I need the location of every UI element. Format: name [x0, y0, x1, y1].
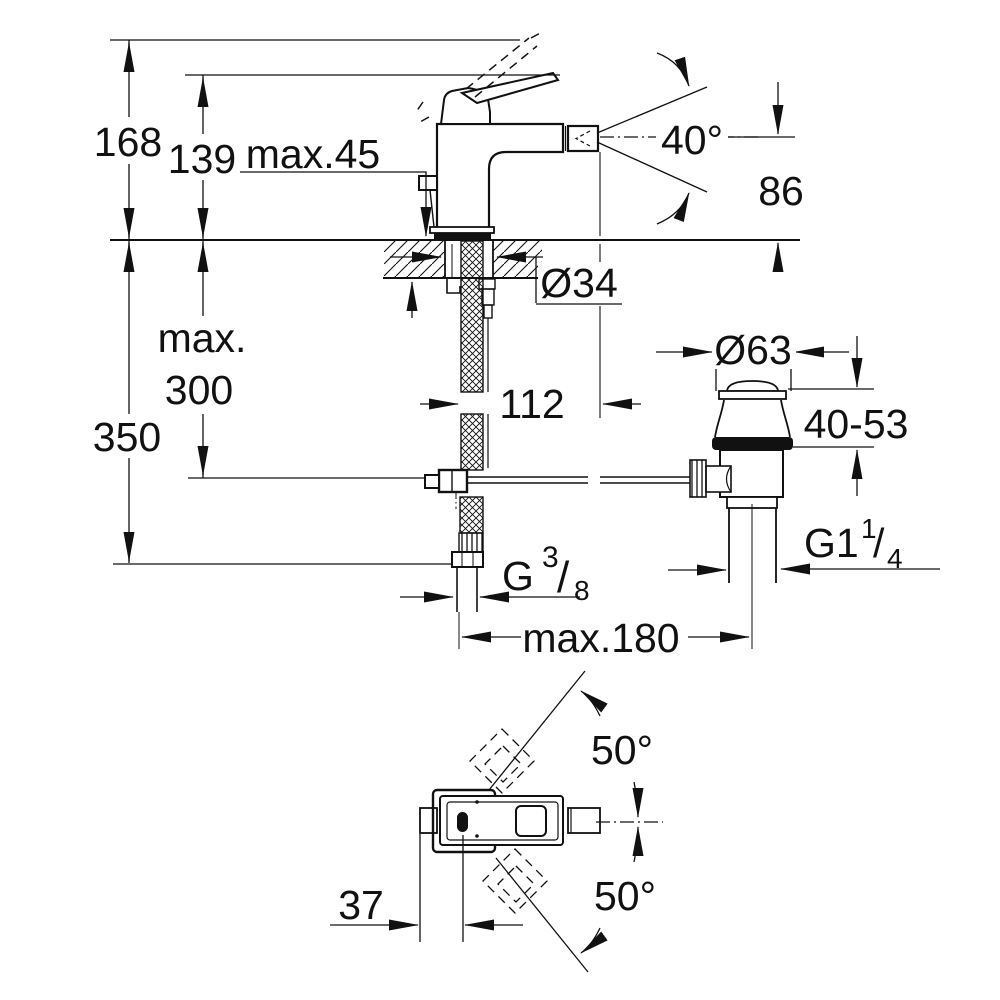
label-50-upper: 50°	[591, 727, 653, 773]
braided-hose-mid	[460, 413, 484, 471]
label-37: 37	[338, 882, 384, 928]
label-50-lower: 50°	[594, 873, 656, 919]
dim-max180: max.180	[461, 615, 750, 661]
front-view	[110, 30, 800, 649]
top-view: 50° 50° 37	[330, 670, 663, 973]
label-g38-num: 3	[542, 541, 559, 574]
dim-350: 350	[90, 241, 452, 565]
dim-max300: max. 300	[156, 241, 425, 479]
braided-hose-upper	[460, 240, 484, 393]
dim-86: 86	[728, 82, 804, 272]
dim-max45: max.45	[240, 131, 432, 318]
label-112: 112	[499, 381, 564, 427]
label-86: 86	[758, 168, 804, 214]
top-view-faucet	[419, 788, 663, 854]
spout-aerator	[566, 124, 600, 153]
drain-assembly	[689, 380, 793, 649]
dim-139: 139	[164, 74, 560, 240]
label-350: 350	[93, 414, 161, 460]
label-dia63: Ø63	[714, 327, 792, 373]
label-g114-base: G1	[804, 520, 859, 566]
pop-up-rod-horizontal	[467, 476, 690, 484]
dim-g3-8: G 3 / 8	[400, 541, 590, 606]
mounting-nut	[446, 278, 461, 294]
dim-dia34: Ø34	[390, 251, 622, 306]
dim-spray-angle: 40°	[596, 52, 758, 225]
label-168: 168	[94, 119, 162, 165]
waste-gasket	[712, 437, 793, 450]
dim-dia63: Ø63	[656, 327, 849, 391]
label-g114-num: 1	[861, 513, 877, 544]
label-max: max.	[158, 315, 247, 361]
hex-nut	[451, 551, 484, 568]
label-g38-den: 8	[574, 575, 590, 606]
waste-dome-cap	[726, 380, 779, 392]
label-g114-slash: /	[873, 520, 885, 566]
label-g38-base: G	[502, 553, 534, 599]
label-dia34: Ø34	[540, 260, 618, 306]
base-plate	[429, 226, 495, 234]
label-g38-slash: /	[557, 553, 570, 602]
label-max180: max.180	[522, 615, 679, 661]
supply-hose-and-rod	[424, 240, 690, 649]
dim-50-upper: 50°	[488, 670, 653, 818]
dim-40-53: 40-53	[788, 336, 908, 496]
braided-hose-lower	[459, 496, 484, 534]
rod-clamp	[437, 468, 469, 494]
label-139: 139	[168, 136, 236, 182]
lever-raised-position-dashed	[415, 30, 545, 123]
deck-section	[110, 239, 800, 279]
cartridge-slot	[457, 812, 468, 832]
lever-handle	[459, 71, 560, 105]
label-40deg: 40°	[661, 117, 723, 163]
label-g114-den: 4	[887, 543, 903, 574]
spout-stub	[567, 807, 601, 834]
label-40-53: 40-53	[804, 401, 909, 447]
label-max45: max.45	[246, 131, 380, 177]
dim-37: 37	[330, 834, 523, 942]
dim-50-lower: 50°	[495, 826, 656, 973]
hose-fitting	[458, 532, 484, 553]
spout-housing	[439, 795, 564, 846]
rear-stub	[419, 807, 438, 834]
dimensions-front: 168 139 350 max.	[90, 39, 940, 661]
dim-168: 168	[90, 39, 520, 240]
rod-knurled-knob	[689, 459, 707, 498]
pop-up-knob	[418, 175, 438, 191]
dim-g1-1-4: G1 1 / 4	[668, 513, 940, 576]
faucet-body	[415, 30, 600, 239]
label-300: 300	[165, 367, 233, 413]
aerator-top-view	[515, 805, 547, 837]
dim-112: 112	[420, 381, 641, 427]
